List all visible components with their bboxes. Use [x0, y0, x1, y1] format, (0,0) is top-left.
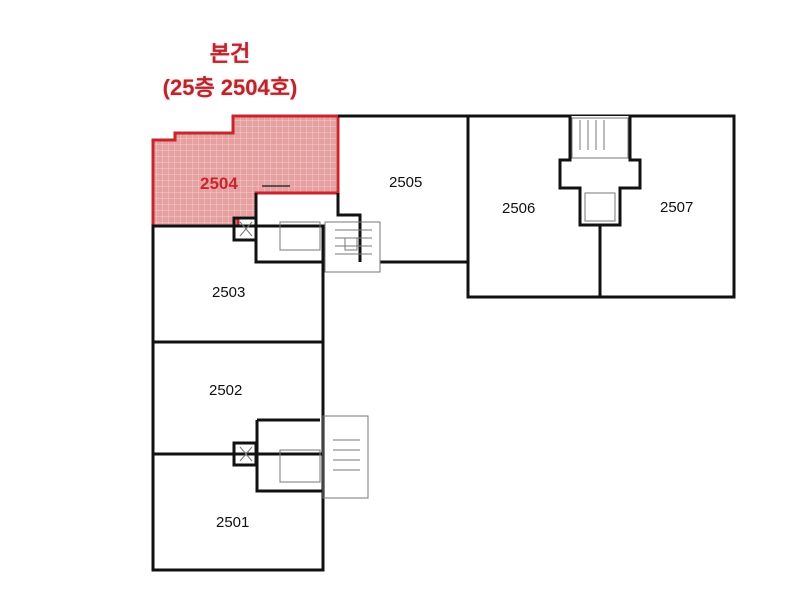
unit-label-2505: 2505: [389, 174, 423, 191]
unit-label-2502: 2502: [209, 382, 243, 399]
unit-label-2504: 2504: [200, 174, 238, 193]
subject-floor-unit: (25층 2504호): [162, 75, 298, 100]
unit-label-2506: 2506: [502, 200, 536, 217]
unit-label-2507: 2507: [660, 199, 694, 216]
unit-2501-area: [151, 452, 325, 572]
unit-label-2501: 2501: [216, 514, 250, 531]
subject-title: 본건: [209, 41, 251, 66]
unit-label-2503: 2503: [212, 284, 246, 301]
unit-2504-area[interactable]: [151, 114, 340, 228]
